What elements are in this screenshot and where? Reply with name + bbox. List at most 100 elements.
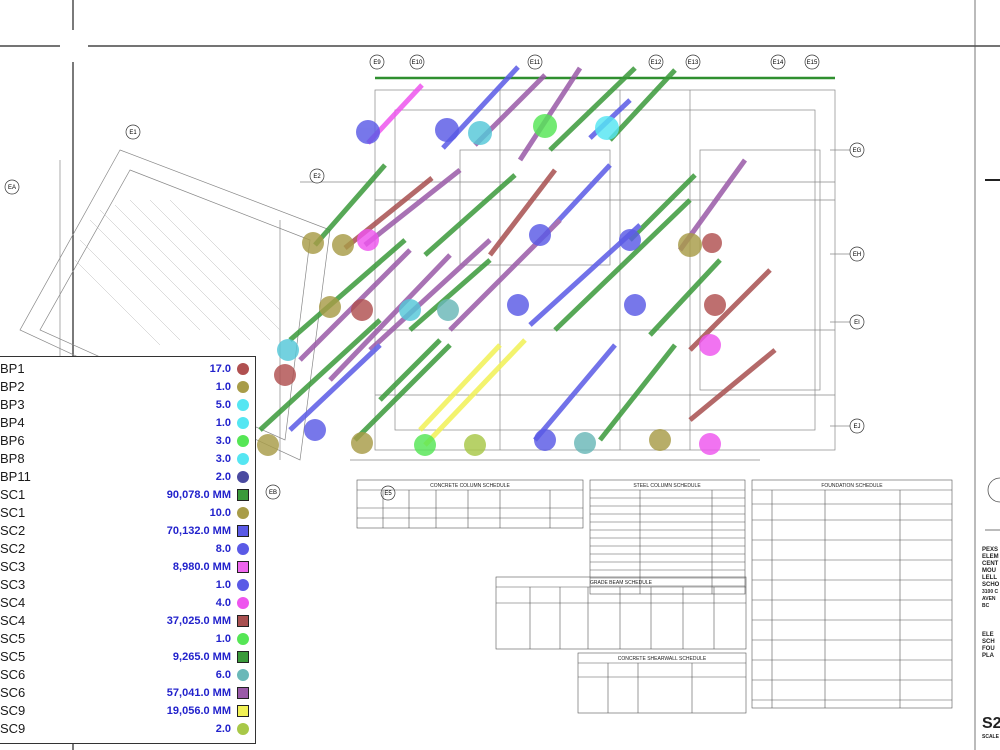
legend-circle-swatch: [237, 543, 249, 555]
legend-row[interactable]: BP1 17.0: [0, 360, 255, 378]
legend-value: 17.0: [209, 363, 231, 375]
legend-value: 4.0: [215, 597, 231, 609]
svg-text:SCHO: SCHO: [982, 582, 1000, 588]
legend-value: 57,041.0 MM: [166, 687, 231, 699]
legend-mark: SC4: [0, 613, 26, 628]
concrete-column-schedule: CONCRETE COLUMN SCHEDULE: [356, 479, 584, 529]
svg-text:PEXS: PEXS: [982, 547, 998, 553]
schedule-tables: CONCRETE COLUMN SCHEDULE STEEL COLUMN SC…: [356, 479, 953, 714]
svg-text:ELE: ELE: [982, 632, 994, 638]
legend-square-swatch: [237, 705, 249, 717]
legend-value: 2.0: [215, 471, 231, 483]
legend-row[interactable]: SC1 90,078.0 MM: [0, 486, 255, 504]
legend-row[interactable]: SC6 57,041.0 MM: [0, 684, 255, 702]
legend-row[interactable]: SC5 9,265.0 MM: [0, 648, 255, 666]
legend-square-swatch: [237, 489, 249, 501]
legend-mark: SC3: [0, 559, 26, 574]
markup-lines: [258, 65, 777, 447]
grid-bubble-e9: E9: [369, 54, 385, 70]
legend-mark: BP6: [0, 433, 25, 448]
legend-square-swatch: [237, 561, 249, 573]
legend-mark: BP1: [0, 361, 25, 376]
legend-circle-swatch: [237, 381, 249, 393]
legend-row[interactable]: BP6 3.0: [0, 432, 255, 450]
svg-text:EH: EH: [853, 252, 861, 258]
svg-text:GRADE BEAM SCHEDULE: GRADE BEAM SCHEDULE: [590, 580, 653, 586]
legend-value: 8,980.0 MM: [172, 561, 231, 573]
svg-text:E14: E14: [773, 60, 784, 66]
legend-row[interactable]: BP8 3.0: [0, 450, 255, 468]
grid-bubble-e5: E5: [380, 485, 396, 501]
legend-value: 10.0: [209, 507, 231, 519]
grid-bubble-e2: E2: [309, 168, 325, 184]
legend-circle-swatch: [237, 669, 249, 681]
legend-mark: BP3: [0, 397, 25, 412]
legend-value: 8.0: [215, 543, 231, 555]
grid-bubble-e12: E12: [648, 54, 664, 70]
svg-text:CONCRETE SHEARWALL SCHEDULE: CONCRETE SHEARWALL SCHEDULE: [618, 656, 707, 662]
grid-bubble-eg: EG: [849, 142, 865, 158]
legend-value: 6.0: [215, 669, 231, 681]
legend-circle-swatch: [237, 435, 249, 447]
legend-row[interactable]: BP4 1.0: [0, 414, 255, 432]
legend-row[interactable]: SC3 8,980.0 MM: [0, 558, 255, 576]
svg-text:EG: EG: [853, 148, 862, 154]
legend-value: 1.0: [215, 417, 231, 429]
legend-mark: SC5: [0, 649, 26, 664]
legend-value: 3.0: [215, 453, 231, 465]
grid-bubble-ea: EA: [4, 179, 20, 195]
legend-value: 1.0: [215, 579, 231, 591]
legend-value: 5.0: [215, 399, 231, 411]
legend-circle-swatch: [237, 417, 249, 429]
hatched-area: [74, 199, 281, 346]
grid-bubble-e11: E11: [527, 54, 543, 70]
legend-mark: SC6: [0, 685, 26, 700]
grid-bubble-ej: EJ: [849, 418, 865, 434]
legend-row[interactable]: SC5 1.0: [0, 630, 255, 648]
legend-mark: BP4: [0, 415, 25, 430]
legend-mark: BP8: [0, 451, 25, 466]
grid-bubble-e13: E13: [685, 54, 701, 70]
legend-mark: SC2: [0, 523, 26, 538]
svg-text:CENT: CENT: [982, 561, 999, 567]
legend-value: 9,265.0 MM: [172, 651, 231, 663]
legend-row[interactable]: BP3 5.0: [0, 396, 255, 414]
foundation-schedule: FOUNDATION SCHEDULE: [751, 479, 953, 709]
svg-text:FOU: FOU: [982, 646, 995, 652]
legend-mark: SC5: [0, 631, 26, 646]
svg-text:E1: E1: [129, 130, 137, 136]
legend-circle-swatch: [237, 579, 249, 591]
svg-text:EI: EI: [854, 320, 860, 326]
svg-text:LELL: LELL: [982, 575, 997, 581]
legend-row[interactable]: SC6 6.0: [0, 666, 255, 684]
legend-value: 3.0: [215, 435, 231, 447]
legend-circle-swatch: [237, 453, 249, 465]
svg-text:E10: E10: [412, 60, 423, 66]
legend-mark: SC6: [0, 667, 26, 682]
svg-text:EJ: EJ: [853, 424, 860, 430]
svg-text:STEEL COLUMN SCHEDULE: STEEL COLUMN SCHEDULE: [633, 483, 701, 489]
legend-mark: BP2: [0, 379, 25, 394]
legend-square-swatch: [237, 615, 249, 627]
legend-mark: SC9: [0, 721, 26, 736]
legend-mark: SC1: [0, 487, 26, 502]
svg-text:E11: E11: [530, 60, 541, 66]
grid-bubbles-top: E9 E10 E11 E12 E13 E14 E15: [369, 54, 820, 70]
svg-text:E2: E2: [313, 174, 321, 180]
legend-value: 1.0: [215, 633, 231, 645]
legend-square-swatch: [237, 525, 249, 537]
legend-value: 90,078.0 MM: [166, 489, 231, 501]
svg-text:E13: E13: [688, 60, 699, 66]
